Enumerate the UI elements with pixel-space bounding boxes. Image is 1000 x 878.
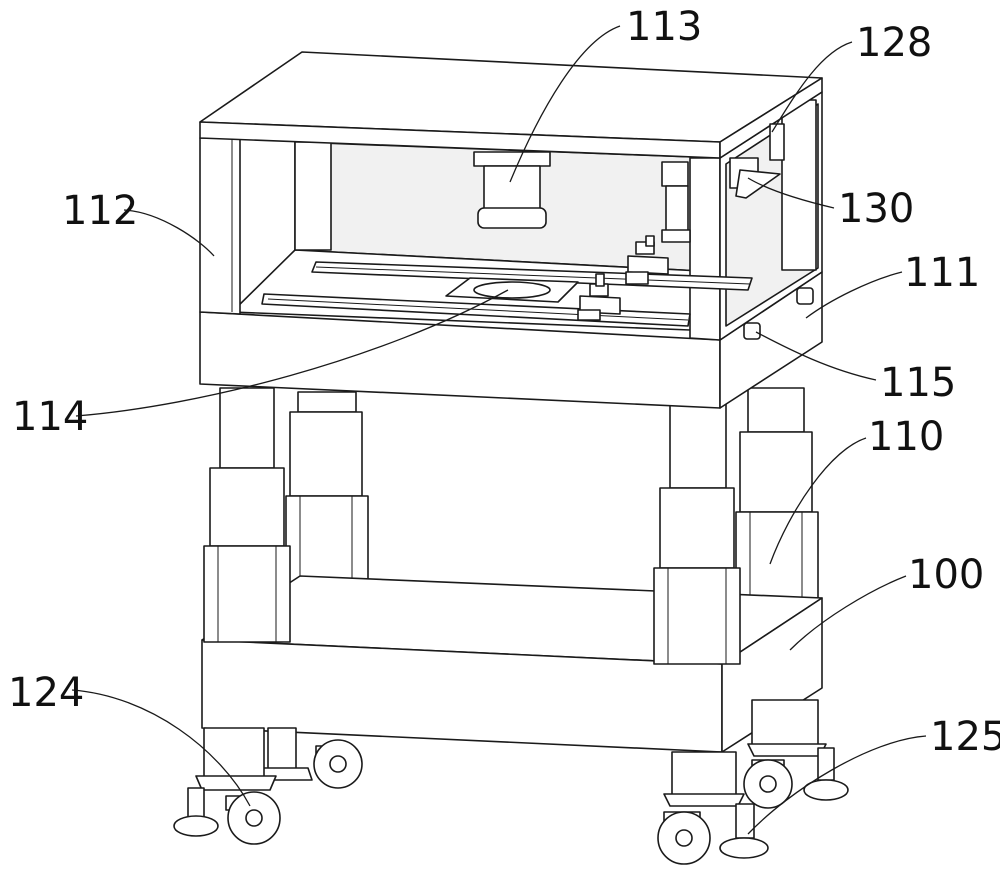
label-114: 114 bbox=[12, 394, 88, 440]
caster-back-right bbox=[743, 699, 849, 809]
leader-lines bbox=[71, 25, 927, 835]
label-112: 112 bbox=[62, 188, 138, 234]
label-111: 111 bbox=[904, 250, 980, 296]
label-125: 125 bbox=[930, 714, 1000, 760]
label-110: 110 bbox=[868, 414, 944, 460]
label-124: 124 bbox=[8, 670, 84, 716]
caster-front-left bbox=[173, 727, 281, 845]
clamp-front bbox=[577, 273, 621, 321]
clamp-rear bbox=[625, 235, 669, 285]
label-115: 115 bbox=[880, 360, 956, 406]
press-cylinder bbox=[473, 151, 551, 229]
caster-front-right bbox=[657, 751, 769, 865]
front-right-leg bbox=[653, 399, 741, 665]
front-left-leg bbox=[203, 387, 291, 643]
back-left-leg bbox=[285, 391, 369, 589]
workpiece bbox=[445, 277, 579, 303]
label-128: 128 bbox=[856, 20, 932, 66]
caster-back-left bbox=[257, 727, 363, 789]
label-100: 100 bbox=[908, 552, 984, 598]
back-right-leg bbox=[735, 387, 819, 607]
label-113: 113 bbox=[626, 4, 702, 50]
label-130: 130 bbox=[838, 186, 914, 232]
